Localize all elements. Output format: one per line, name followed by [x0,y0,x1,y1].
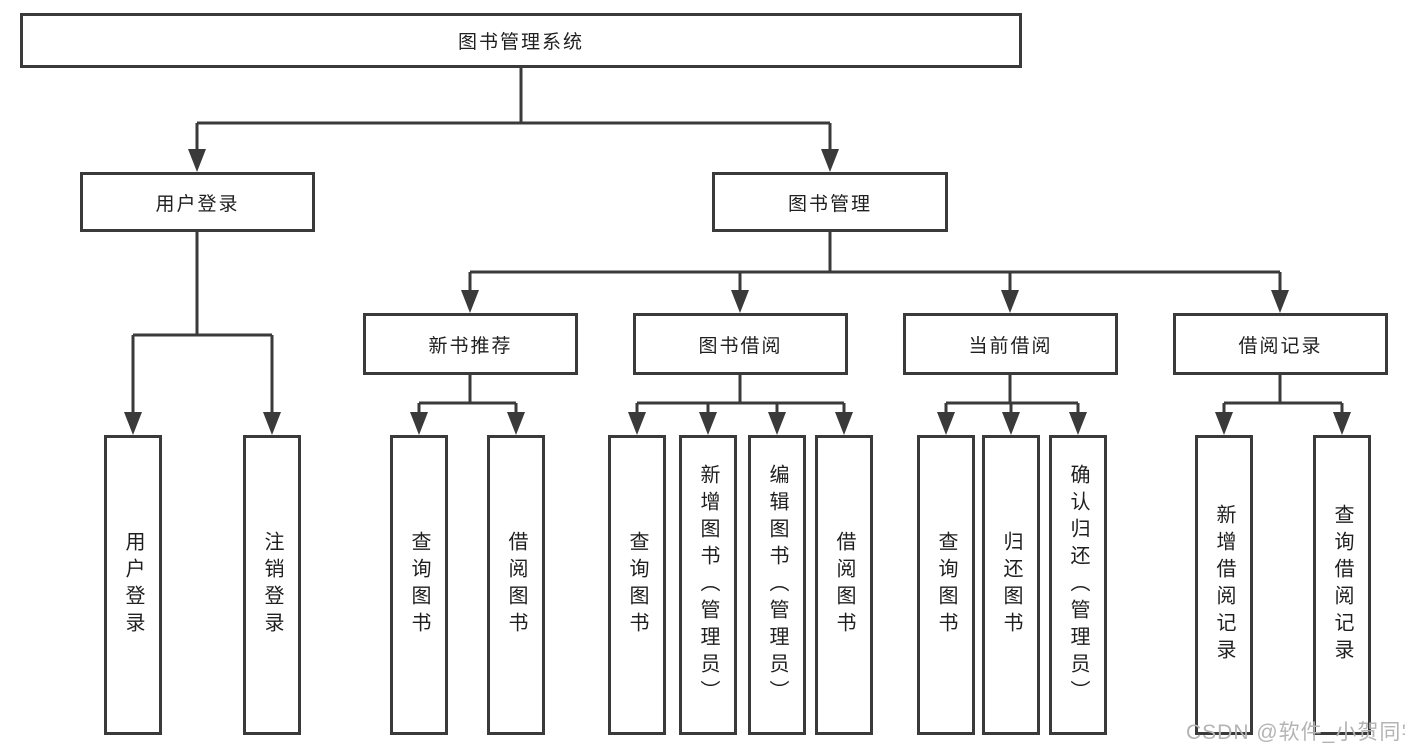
arrow-down-icon [124,412,142,435]
arrow-down-icon [628,412,646,435]
arrow-down-icon [731,290,749,313]
arrow-down-icon [188,149,206,172]
leaf-bookborrow-add-books-admin: 新增图书（管理员） [679,435,737,735]
arrow-down-icon [263,412,281,435]
leaf-newbooks-borrow-books: 借阅图书 [487,435,545,735]
node-user-login: 用户登录 [80,172,315,232]
leaf-logout: 注销登录 [243,435,301,735]
node-book-management: 图书管理 [712,172,948,232]
node-root: 图书管理系统 [20,13,1022,68]
leaf-currentborrow-query-books: 查询图书 [917,435,975,735]
leaf-bookborrow-query-books: 查询图书 [608,435,666,735]
connector-borrowrecords-to-leaves [1222,375,1344,414]
leaf-currentborrow-confirm-return-admin: 确认归还（管理员） [1049,435,1107,735]
arrow-down-icon [507,412,525,435]
arrow-down-icon [461,290,479,313]
arrow-down-icon [768,412,786,435]
arrow-down-icon [1001,290,1019,313]
leaf-user-login: 用户登录 [104,435,162,735]
connector-root-to-level2 [195,68,832,150]
leaf-bookborrow-borrow-books: 借阅图书 [815,435,873,735]
arrow-down-icon [937,412,955,435]
arrow-down-icon [821,149,839,172]
leaf-records-query-borrow-record: 查询借阅记录 [1313,435,1371,735]
connector-currentborrow-to-leaves [944,375,1080,414]
arrow-down-icon [1271,290,1289,313]
connector-userlogin-to-leaves [131,232,274,414]
leaf-records-add-borrow-record: 新增借阅记录 [1195,435,1253,735]
arrow-down-icon [410,412,428,435]
arrow-down-icon [835,412,853,435]
connector-bookborrow-to-leaves [635,375,846,414]
node-book-borrow: 图书借阅 [633,313,848,375]
csdn-watermark: CSDN @软件_小贺同学 [1186,721,1405,744]
connector-bookmgmt-to-level3 [468,232,1282,292]
arrow-down-icon [1333,412,1351,435]
arrow-down-icon [1215,412,1233,435]
arrow-down-icon [1002,412,1020,435]
connector-newbooks-to-leaves [417,375,518,414]
arrow-down-icon [1069,412,1087,435]
leaf-currentborrow-return-books: 归还图书 [982,435,1040,735]
arrow-down-icon [699,412,717,435]
leaf-newbooks-query-books: 查询图书 [390,435,448,735]
node-new-book-recommend: 新书推荐 [363,313,578,375]
node-borrow-records: 借阅记录 [1173,313,1388,375]
node-current-borrow: 当前借阅 [903,313,1118,375]
leaf-bookborrow-edit-books-admin: 编辑图书（管理员） [748,435,806,735]
